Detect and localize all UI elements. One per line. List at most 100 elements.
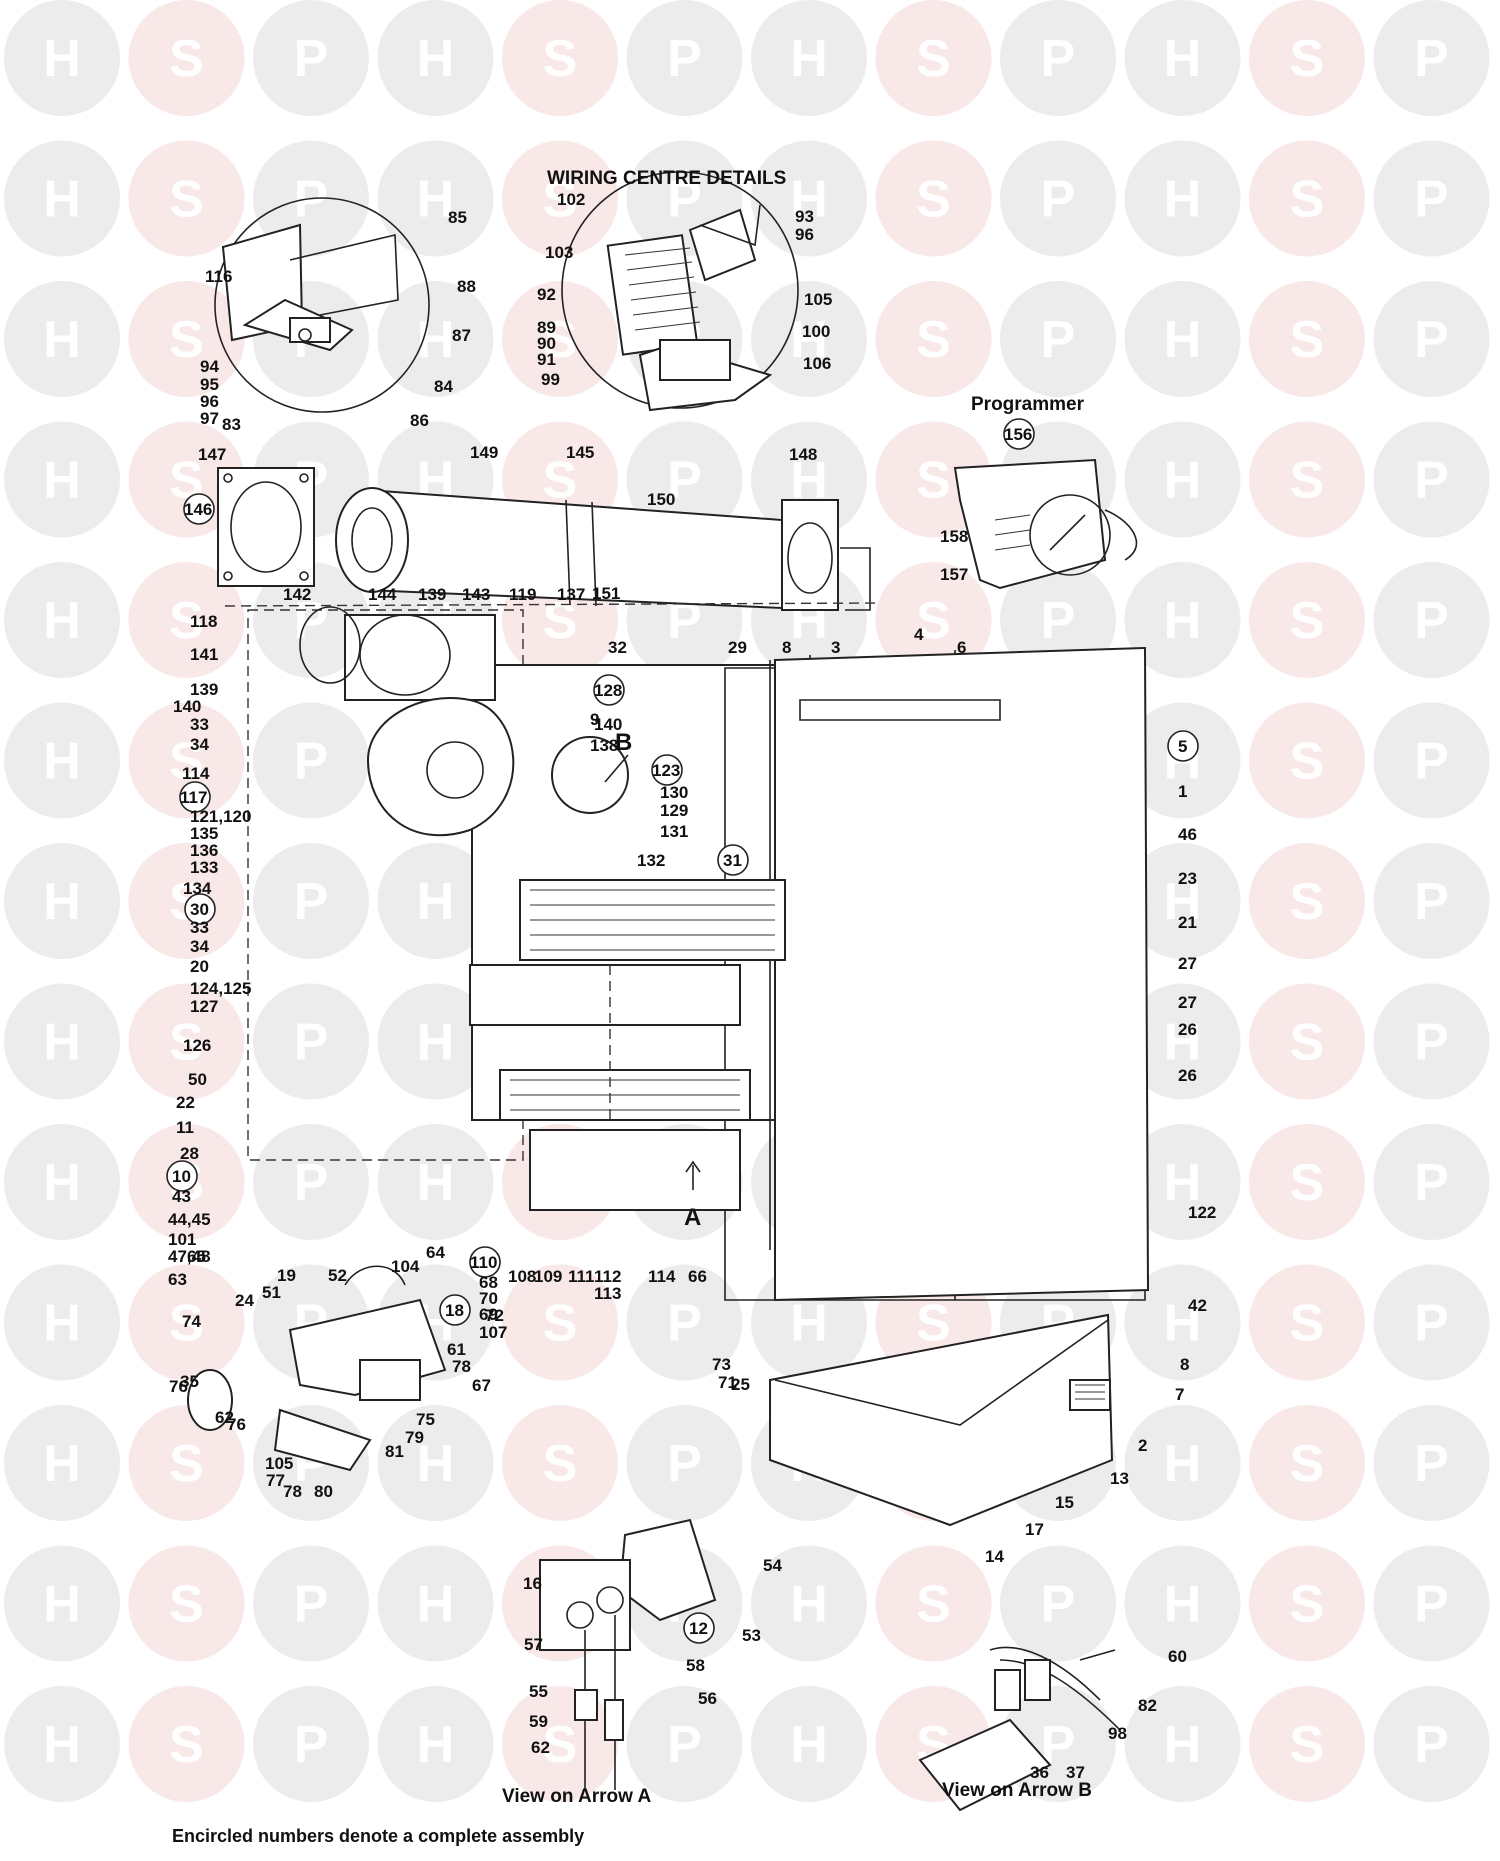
watermark-letter: H	[1164, 1154, 1202, 1212]
callout-label: 64	[426, 1243, 445, 1262]
callout-label: 68	[479, 1273, 498, 1292]
callout-label: 73	[712, 1355, 731, 1374]
arrow-a-label: A	[684, 1204, 701, 1231]
callout-label: 17	[1025, 1520, 1044, 1539]
footnote: Encircled numbers denote a complete asse…	[172, 1826, 584, 1846]
watermark-badge: P	[253, 1686, 369, 1802]
watermark-badge: P	[626, 1405, 743, 1521]
watermark-badge: H	[4, 0, 120, 116]
watermark-letter: H	[417, 1716, 455, 1774]
watermark-badge: S	[502, 140, 618, 257]
callout-label: 15	[1055, 1493, 1074, 1512]
callout-label: 128	[594, 681, 622, 700]
callout-label: 77	[266, 1471, 285, 1490]
callout-label: 76	[227, 1415, 246, 1434]
callout-label: 4	[914, 625, 924, 644]
programmer-title: Programmer	[971, 394, 1085, 415]
callout-label: 13	[1110, 1469, 1129, 1488]
watermark-badge: H	[1124, 1686, 1241, 1802]
watermark-letter: P	[1414, 873, 1449, 931]
callout-label: 96	[795, 225, 814, 244]
watermark-badge: P	[1373, 1686, 1490, 1802]
watermark-badge: H	[4, 1264, 120, 1381]
watermark-badge: P	[1373, 421, 1490, 538]
callout-label: 109	[534, 1267, 562, 1286]
watermark-letter: S	[169, 733, 204, 791]
callout-label: 86	[410, 411, 429, 430]
view-arrow-a-title: View on Arrow A	[502, 1786, 651, 1807]
watermark-badge: S	[1249, 140, 1365, 257]
watermark-letter: H	[43, 1435, 81, 1493]
watermark-letter: S	[916, 30, 951, 88]
watermark-badge: H	[1124, 562, 1241, 678]
callout-label: 54	[763, 1556, 782, 1575]
callout-label: 130	[660, 783, 688, 802]
watermark-letter: S	[543, 592, 578, 650]
callout-label: 129	[660, 801, 688, 820]
callout-label: 72	[485, 1306, 504, 1325]
watermark-badge: S	[128, 1545, 245, 1662]
watermark-badge: S	[128, 1686, 245, 1802]
callout-label: 118	[190, 612, 217, 631]
watermark-badge: P	[626, 421, 743, 538]
watermark-letter: P	[1414, 1435, 1449, 1493]
watermark-letter: H	[417, 1014, 455, 1072]
watermark-letter: H	[1164, 1295, 1202, 1353]
watermark-badge: P	[1373, 281, 1490, 397]
watermark-badge: P	[1373, 140, 1490, 257]
wiring-centre-detail	[561, 171, 799, 412]
watermark-badge: H	[377, 983, 494, 1100]
watermark-badge: S	[875, 140, 992, 257]
callout-label: 143	[462, 585, 490, 604]
callout-label: 149	[470, 443, 498, 462]
callout-label: 148	[789, 445, 817, 464]
watermark-letter: S	[543, 1295, 578, 1353]
watermark-letter: S	[1290, 1576, 1325, 1634]
callout-label: 95	[200, 375, 219, 394]
watermark-letter: H	[43, 452, 81, 510]
callout-label: 98	[1108, 1724, 1127, 1743]
watermark-letter: S	[1290, 592, 1325, 650]
watermark-badge: P	[1000, 1545, 1116, 1662]
callout-label: 60	[1168, 1647, 1187, 1666]
callout-label: 69	[479, 1305, 498, 1324]
programmer	[953, 458, 1138, 590]
view-arrow-a-detail	[539, 1518, 717, 1790]
watermark-badge: S	[1249, 1405, 1365, 1521]
watermark-letter: H	[43, 733, 81, 791]
watermark-letter: P	[1414, 1014, 1449, 1072]
watermark-badge: H	[751, 1545, 867, 1662]
callout-label: 145	[566, 443, 594, 462]
callout-label: 59	[529, 1712, 548, 1731]
watermark-badge: H	[1124, 1124, 1241, 1240]
callout-label: 70	[479, 1289, 498, 1308]
watermark-badge: H	[751, 281, 867, 397]
callout-label: 110	[470, 1253, 497, 1272]
callout-label: 147	[198, 445, 226, 464]
watermark-letter: H	[43, 171, 81, 229]
callout-label: 21	[1178, 913, 1197, 932]
callout-label: 34	[190, 937, 209, 956]
watermark-letter: S	[169, 30, 204, 88]
watermark-letter: S	[1290, 452, 1325, 510]
watermark-letter: S	[169, 311, 204, 369]
watermark-badge: P	[1373, 702, 1490, 819]
callout-label: 14	[985, 1547, 1004, 1566]
watermark-letter: H	[1164, 171, 1202, 229]
watermark-letter: H	[417, 1435, 455, 1493]
fan-heat-exchanger	[299, 606, 786, 1211]
watermark-letter: S	[169, 1576, 204, 1634]
watermark-badge: S	[128, 983, 245, 1100]
callout-label: 140	[594, 715, 622, 734]
callout-label: 28	[180, 1144, 199, 1163]
callout-label: 16	[523, 1574, 542, 1593]
callout-label: 33	[190, 715, 209, 734]
watermark-badge: S	[1249, 1124, 1365, 1240]
watermark-letter: H	[417, 171, 455, 229]
callout-label: 47,48	[168, 1247, 211, 1266]
watermark-letter: S	[1290, 1014, 1325, 1072]
watermark-letter: S	[169, 1014, 204, 1072]
watermark-letter: S	[543, 311, 578, 369]
watermark-badge: S	[502, 0, 618, 116]
